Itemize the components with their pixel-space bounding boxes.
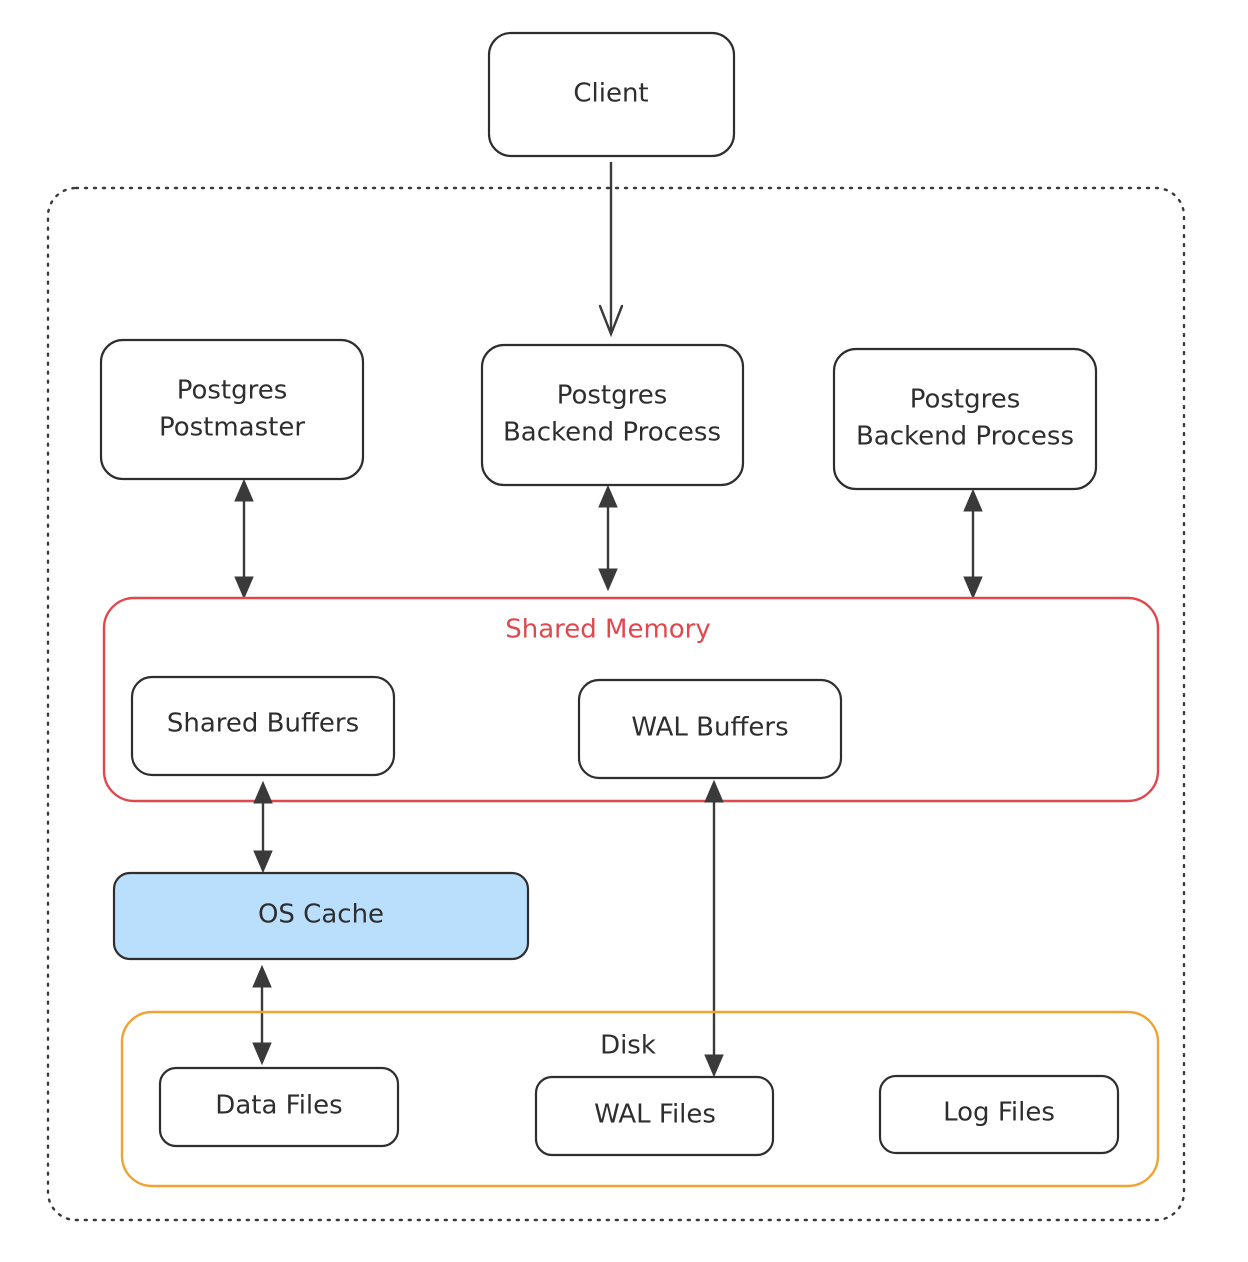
wal-buffers-wal-files-arrow	[704, 779, 724, 1078]
backend-1-shared-memory-arrow	[598, 484, 618, 592]
wal-files-label: WAL Files	[594, 1100, 716, 1130]
shared-buffers-os-cache-arrow	[253, 780, 273, 874]
wal-files-node: WAL Files	[534, 1075, 775, 1157]
log-files-label: Log Files	[943, 1098, 1055, 1128]
shared-memory-region: Shared Memory	[102, 596, 1160, 803]
data-files-label: Data Files	[215, 1091, 342, 1121]
postmaster-node: Postgres Postmaster	[99, 338, 365, 481]
client-label: Client	[573, 79, 648, 109]
os-cache-label: OS Cache	[258, 900, 384, 930]
disk-label: Disk	[600, 1031, 656, 1061]
backend-process-node-1: Postgres Backend Process	[480, 343, 745, 487]
postmaster-shared-memory-arrow	[234, 478, 254, 600]
client-to-backend-arrow	[598, 162, 624, 338]
shared-memory-label: Shared Memory	[505, 615, 711, 645]
log-files-node: Log Files	[878, 1074, 1120, 1155]
postmaster-label-line1: Postgres	[177, 376, 288, 406]
disk-region: Disk	[120, 1010, 1160, 1188]
shared-buffers-label: Shared Buffers	[167, 709, 359, 739]
postmaster-label-line2: Postmaster	[159, 413, 305, 443]
server-boundary	[46, 186, 1186, 1222]
data-files-node: Data Files	[158, 1066, 400, 1148]
os-cache-data-files-arrow	[252, 964, 272, 1066]
shared-buffers-node: Shared Buffers	[130, 675, 396, 777]
backend-2-label-line2: Backend Process	[856, 422, 1074, 452]
backend-1-label-line2: Backend Process	[503, 418, 721, 448]
client-node: Client	[487, 31, 736, 158]
backend-2-label-line1: Postgres	[910, 385, 1021, 415]
wal-buffers-label: WAL Buffers	[631, 713, 788, 743]
backend-process-node-2: Postgres Backend Process	[832, 347, 1098, 491]
os-cache-node: OS Cache	[112, 871, 530, 961]
backend-1-label-line1: Postgres	[557, 381, 668, 411]
backend-2-shared-memory-arrow	[963, 488, 983, 600]
wal-buffers-node: WAL Buffers	[577, 678, 843, 780]
